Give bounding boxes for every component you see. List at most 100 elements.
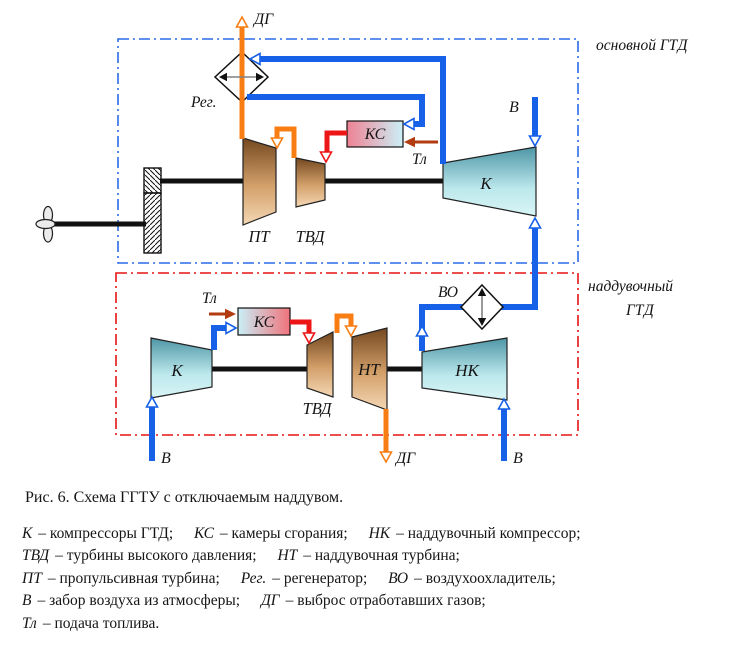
shafts [54,178,444,372]
boost-engine-label-line1: наддувочный [588,278,673,295]
arrow-exhaust-bottom [379,451,393,464]
main-engine-label: основной ГТД [596,37,689,54]
legend-item-ks: КС – камеры сгорания; [194,523,348,545]
legend-desc: – наддувочная турбина; [303,547,460,565]
legend-item-tl: Тл – подача топлива. [22,613,159,635]
legend-desc: – забор воздуха из атмосферы; [37,592,241,610]
arrow-air-into-compressor-top [528,135,542,148]
combustor-bottom-box [237,307,291,336]
legend-item-pt: ПТ – пропульсивная турбина; [22,568,220,590]
exhaust-flow-arrows [235,15,393,464]
legend-term: КС [194,525,214,542]
legend-item-tvd: ТВД– турбины высокого давления; [22,545,257,567]
hp-turbine-bottom-shape [306,331,334,398]
arrow-into-combustor-top [402,117,415,131]
boost-compressor-label: НК [454,361,480,380]
gearbox-gear [143,192,162,254]
regenerator-arrow-left [219,72,227,82]
legend-line: К– компрессоры ГТД; КС – камеры сгорания;… [22,523,598,545]
cooler-arrow-up [477,288,487,296]
tvd-to-nt-pipe [334,313,354,333]
legend-line: В – забор воздуха из атмосферы; ДГ – выбро… [22,590,598,612]
legend-term: ПТ [22,569,42,587]
boost-engine-boundary-box [115,272,579,436]
diagram-labels: ДГ Рег. КС Тл В К ПТ ТВД основной ГТД Тл… [161,11,689,467]
legend-term: Тл [22,614,37,632]
boost-gtd-compressor-shape [150,337,213,399]
propulsion-turbine-shape [242,137,277,226]
combustor-top-label: КС [364,126,386,143]
legend-term: В [22,592,32,610]
fuel-arrowhead-top [404,136,415,148]
figure-caption: Рис. 6. Схема ГГТУ с отключаемым наддуво… [25,489,344,506]
legend-term: Рег. [240,569,267,587]
air-bottom-left-label: В [161,450,171,467]
legend-desc: – пропульсивная турбина; [47,569,220,587]
legend-item-nt: НТ – наддувочная турбина; [277,545,459,567]
cooler-arrow-down [477,318,487,326]
arrow-boost-compressor-out [415,324,429,337]
arrow-into-combustor-bottom [225,321,238,335]
boost-compressor-to-combustor-pipe [211,325,227,350]
legend-desc: – подача топлива. [42,614,160,632]
gas-turbine-schematic: ДГ Рег. КС Тл В К ПТ ТВД основной ГТД Тл… [35,11,689,467]
legend-line: ПТ – пропульсивная турбина; Рег.– регенер… [22,568,598,590]
tvd-to-pt-pipe [274,126,297,158]
figure-legend: К– компрессоры ГТД; КС – камеры сгорания;… [22,523,598,635]
boost-turbine-label: НТ [357,360,381,379]
air-bottom-right-label: В [513,450,523,467]
legend-desc: – воздухоохладитель; [414,569,556,587]
main-compressor-shape [442,146,537,217]
arrow-into-tvd-bottom [302,332,316,345]
legend-desc: – выброс отработавших газов; [285,592,486,610]
legend-item-dg: ДГ – выброс отработавших газов; [261,590,486,612]
legend-desc: – наддувочный компрессор; [396,525,581,542]
hot-gas-pipes [290,130,347,334]
air-cooler-label: ВО [438,284,458,301]
legend-item-reg: Рег.– регенератор; [241,568,368,590]
arrow-boost-air-into-compressor [528,216,542,229]
legend-item-k: К– компрессоры ГТД; [22,523,173,545]
compressor-to-regenerator-pipe [259,56,446,164]
combustor-bottom-label: КС [253,314,275,331]
heat-exchanger-arrows [219,72,487,326]
fuel-bottom-label: Тл [202,290,217,307]
combustor-top-to-tvd-pipe [324,130,347,153]
legend-desc: – компрессоры ГТД; [38,525,174,542]
main-engine-boundary-box [117,38,579,264]
gearbox-pinion [143,167,162,194]
legend-desc: – камеры сгорания; [219,525,348,542]
arrow-into-nt [344,325,358,338]
boost-engine-label-line2: ГТД [625,302,655,319]
legend-term: НК [368,525,391,542]
compressor-top-label: К [479,174,493,193]
combustor-bottom-to-tvd-pipe [290,319,312,334]
arrow-into-regenerator [248,52,261,66]
arrow-into-tvd-top [319,151,333,164]
legend-line: Тл – подача топлива. [22,613,598,635]
fuel-arrowhead-bottom [225,308,236,320]
fuel-arrows [209,136,438,320]
legend-term: ДГ [260,592,280,610]
fuel-top-label: Тл [412,151,427,168]
legend-item-nk: НК – наддувочный компрессор; [369,523,581,545]
arrow-air-bottom-right [497,397,511,410]
propeller-icon [35,205,56,243]
legend-term: НТ [277,547,298,565]
air-flow-arrows [145,52,542,410]
legend-term: ВО [388,569,409,587]
hp-turbine-top-shape [295,157,326,208]
regenerator-to-combustor-pipe [247,94,425,127]
legend-item-v: В – забор воздуха из атмосферы; [22,590,240,612]
arrow-into-pt [270,137,284,150]
flow-arrowheads [145,15,542,464]
hp-turbine-bottom-label: ТВД [303,399,333,418]
air-top-label: В [509,99,519,116]
propulsion-turbine-label: ПТ [247,227,271,246]
boost-compressor-shape [421,337,508,401]
legend-term: ТВД [22,547,50,565]
air-pipes [149,56,538,461]
turbomachinery [150,137,537,411]
arrow-exhaust-top [235,15,249,28]
